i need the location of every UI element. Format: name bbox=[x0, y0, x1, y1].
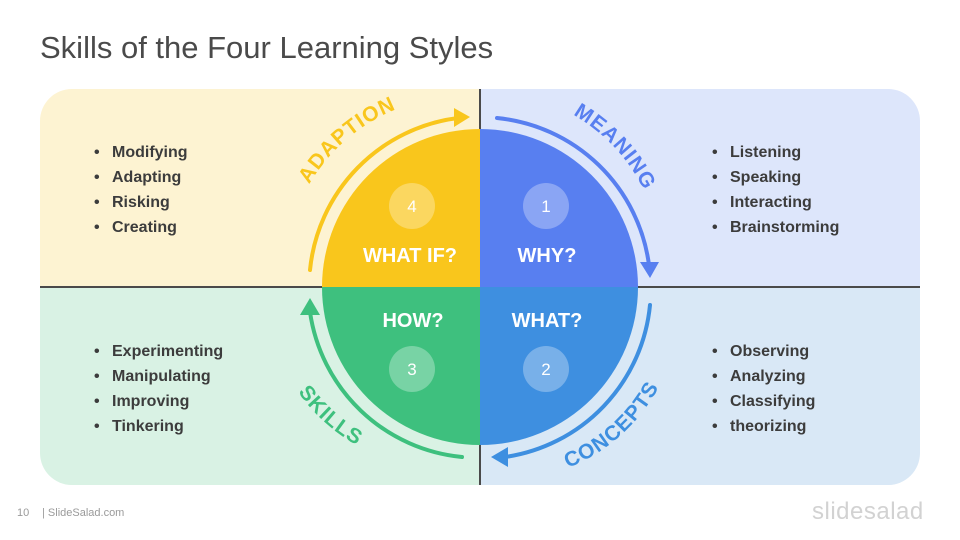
list-item: •theorizing bbox=[712, 418, 807, 435]
list-item: •Observing bbox=[712, 343, 810, 360]
list-item: •Analyzing bbox=[712, 368, 806, 385]
list-item: •Manipulating bbox=[94, 368, 211, 385]
list-item: •Adapting bbox=[94, 169, 182, 186]
skills-arc-label: SKILLS bbox=[294, 381, 367, 450]
adaption-number-badge bbox=[389, 183, 435, 229]
list-item: •Modifying bbox=[94, 144, 188, 161]
skills-number-badge bbox=[389, 346, 435, 392]
adaption-question: WHAT IF? bbox=[363, 245, 457, 267]
skills-arrowhead bbox=[300, 298, 320, 315]
concepts-number-badge bbox=[523, 346, 569, 392]
list-item: •Speaking bbox=[712, 169, 802, 186]
list-item: •Experimenting bbox=[94, 343, 224, 360]
page-title: Skills of the Four Learning Styles bbox=[40, 30, 494, 65]
meaning-question: WHY? bbox=[518, 245, 577, 267]
list-item: •Brainstorming bbox=[712, 219, 840, 236]
adaption-skill-list: •Modifying •Adapting •Risking •Creating bbox=[94, 140, 188, 240]
list-item: •Improving bbox=[94, 393, 190, 410]
concepts-slice bbox=[480, 287, 638, 445]
meaning-slice bbox=[480, 129, 638, 287]
meaning-skill-list: •Listening •Speaking •Interacting •Brain… bbox=[712, 140, 839, 240]
list-item: •Interacting bbox=[712, 194, 812, 211]
list-item: •Classifying bbox=[712, 393, 816, 410]
concepts-number: 2 bbox=[541, 360, 550, 379]
list-item: •Risking bbox=[94, 194, 170, 211]
skills-slice bbox=[322, 287, 480, 445]
adaption-arrowhead bbox=[454, 108, 470, 127]
skills-arrow-arc bbox=[308, 310, 464, 459]
list-item: •Creating bbox=[94, 219, 177, 236]
footer-site: | SlideSalad.com bbox=[42, 507, 125, 519]
concepts-skill-list: •Observing •Analyzing •Classifying •theo… bbox=[712, 339, 815, 439]
list-item: •Tinkering bbox=[94, 418, 184, 435]
skills-question: HOW? bbox=[382, 310, 443, 332]
concepts-question: WHAT? bbox=[512, 310, 583, 332]
concepts-arrowhead bbox=[491, 447, 508, 467]
page-number: 10 bbox=[17, 507, 30, 519]
concepts-arrow-arc bbox=[503, 303, 652, 459]
list-item: •Listening bbox=[712, 144, 802, 161]
meaning-number: 1 bbox=[541, 197, 550, 216]
adaption-slice bbox=[322, 129, 480, 287]
skills-skill-list: •Experimenting •Manipulating •Improving … bbox=[94, 339, 223, 439]
meaning-arrow-arc bbox=[495, 116, 651, 267]
skills-number: 3 bbox=[407, 360, 416, 379]
adaption-arrow-arc bbox=[308, 116, 460, 272]
slidesalad-logo: slidesalad bbox=[812, 498, 924, 525]
meaning-arrowhead bbox=[640, 262, 659, 278]
meaning-number-badge bbox=[523, 183, 569, 229]
adaption-number: 4 bbox=[407, 197, 416, 216]
